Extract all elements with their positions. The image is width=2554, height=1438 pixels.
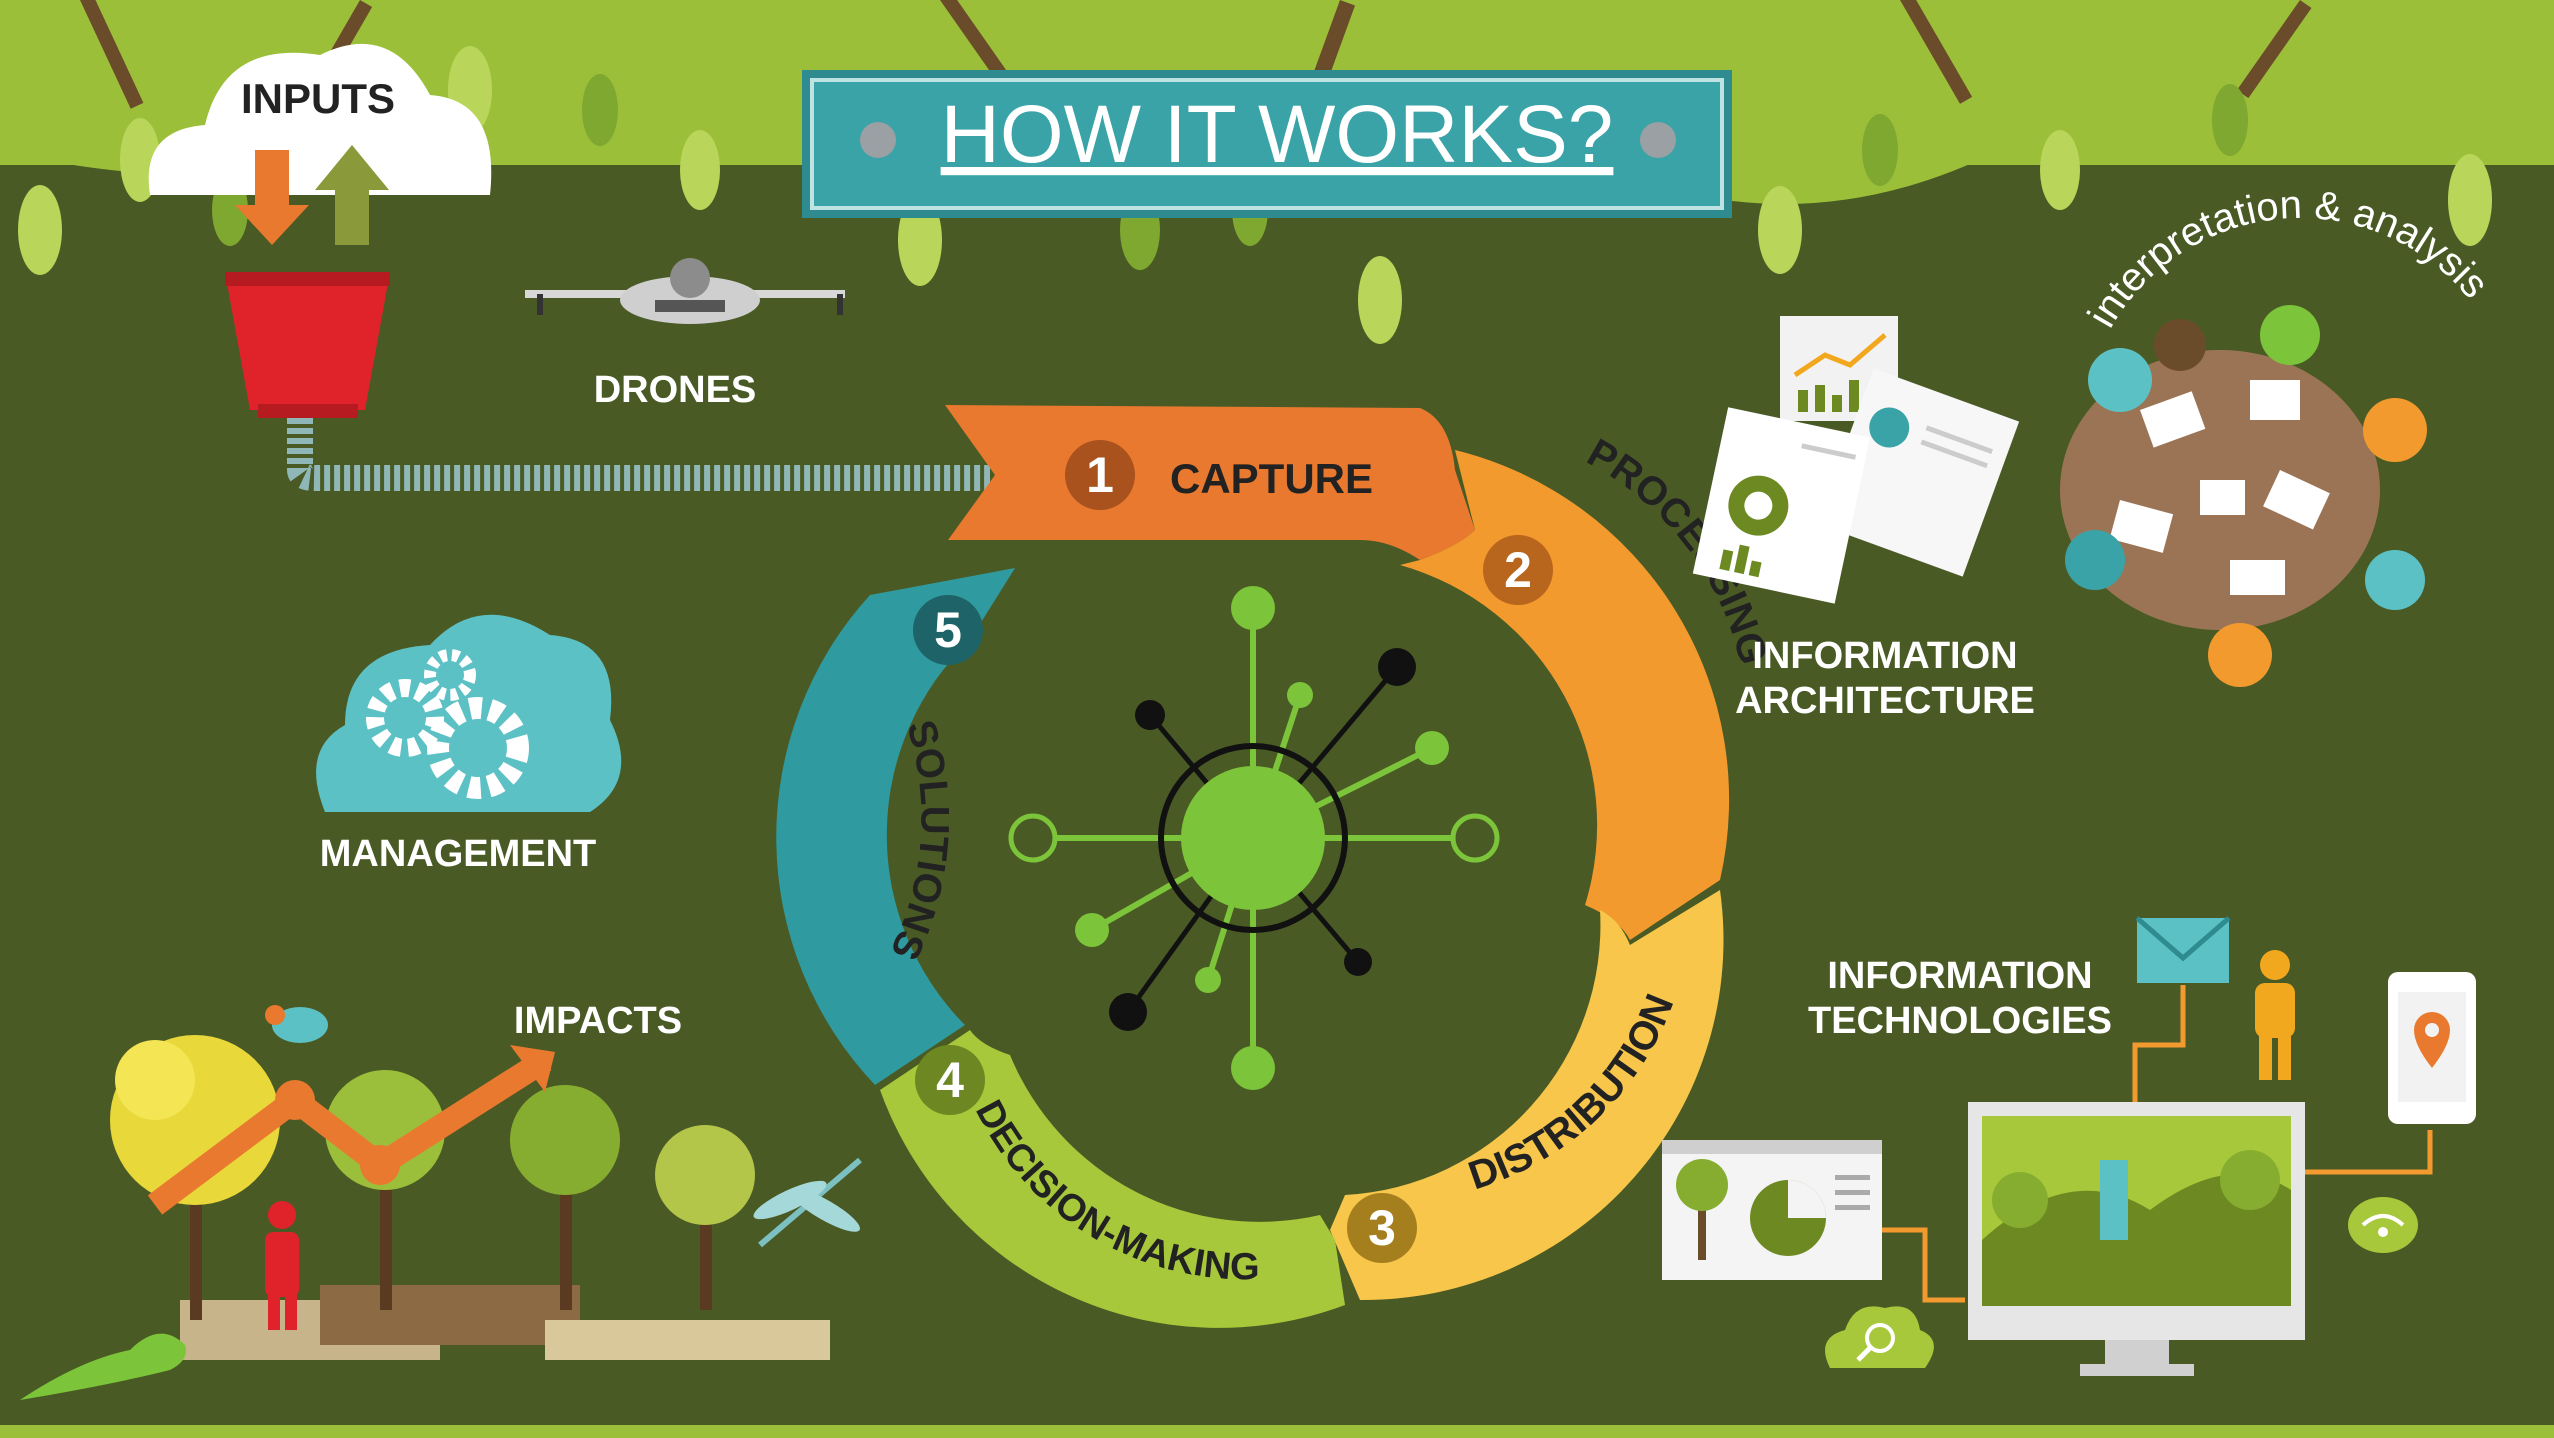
- step-number: 1: [1086, 447, 1114, 503]
- info-technologies-label: TECHNOLOGIES: [1808, 1000, 2112, 1042]
- step-decision-making: 4 DECISION-MAKING: [880, 1030, 1345, 1328]
- management-label: MANAGEMENT: [320, 833, 597, 875]
- impacts-label: IMPACTS: [514, 1000, 682, 1042]
- smartphone-location-icon: [2388, 972, 2476, 1124]
- info-architecture-label: INFORMATION: [1752, 635, 2017, 677]
- drone-icon: [525, 258, 845, 324]
- impacts-scene: [20, 1005, 862, 1400]
- arrow-up-icon: [315, 145, 389, 245]
- cycle-diagram: 1 CAPTURE 2 PROCESSING 3 DISTRIBUTION 4 …: [776, 405, 1775, 1328]
- person-icon: [2255, 950, 2295, 1080]
- cloud-gears-icon: [316, 614, 622, 812]
- lizard-icon: [20, 1333, 186, 1400]
- connector-lines: [1880, 985, 2433, 1303]
- step-number: 5: [934, 602, 962, 658]
- step-number: 2: [1504, 542, 1532, 598]
- inputs-cloud: INPUTS: [148, 43, 492, 245]
- tree-icon: [110, 1035, 280, 1320]
- connector-hose: [287, 418, 990, 491]
- step-capture: 1 CAPTURE: [945, 405, 1475, 560]
- title-panel: HOW IT WORKS?: [802, 70, 1732, 218]
- bolt-icon: [860, 122, 896, 158]
- search-cloud-icon: [1825, 1306, 1934, 1368]
- network-hub-icon: [1008, 586, 1500, 1090]
- trend-line: [147, 1049, 552, 1215]
- monitor-icon: [1968, 1102, 2305, 1376]
- page-title: HOW IT WORKS?: [941, 89, 1614, 180]
- arrow-down-icon: [235, 150, 309, 245]
- wifi-bubble-icon: [2348, 1197, 2418, 1253]
- bottom-bar: [0, 1425, 2554, 1438]
- dragonfly-icon: [753, 1157, 862, 1248]
- bird-icon: [265, 1005, 328, 1043]
- envelope-icon: [2135, 916, 2231, 983]
- meeting-table-icon: [2060, 305, 2427, 687]
- funnel-icon: [225, 272, 390, 418]
- tree-icon: [510, 1085, 620, 1310]
- drones-label: DRONES: [594, 369, 757, 411]
- tree-icon: [655, 1125, 755, 1310]
- arrow-up-icon: [510, 1045, 555, 1092]
- step-label: CAPTURE: [1170, 455, 1373, 502]
- info-architecture-label: ARCHITECTURE: [1735, 680, 2035, 722]
- step-number: 3: [1368, 1200, 1396, 1256]
- browser-chart-icon: [1662, 1140, 1882, 1280]
- step-number: 4: [936, 1052, 964, 1108]
- report-documents-icon: [1692, 316, 2020, 604]
- bolt-icon: [1640, 122, 1676, 158]
- info-technologies-label: INFORMATION: [1827, 955, 2092, 997]
- inputs-label: INPUTS: [241, 75, 395, 122]
- person-icon: [265, 1201, 299, 1330]
